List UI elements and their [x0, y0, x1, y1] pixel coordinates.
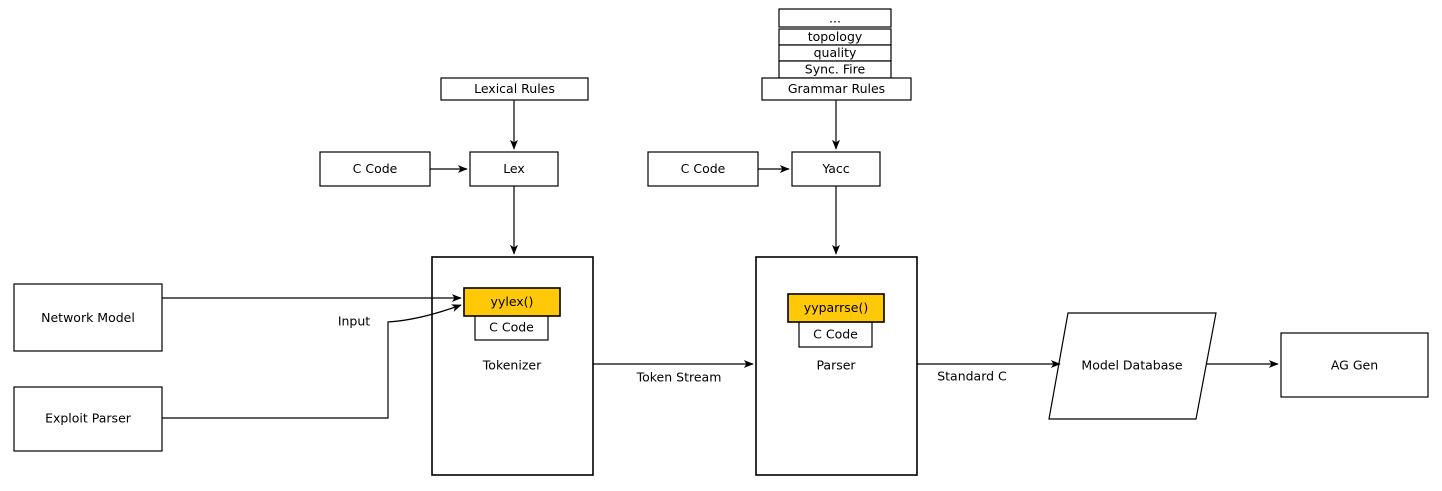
node-lex[interactable]: Lex — [469, 151, 559, 187]
node-label: Yacc — [821, 161, 849, 176]
node-label: C Code — [681, 161, 726, 176]
node-label: yylex() — [491, 294, 534, 309]
node-label: Exploit Parser — [45, 411, 132, 426]
node-label: AG Gen — [1331, 358, 1378, 373]
node-yacc[interactable]: Yacc — [791, 151, 881, 187]
node-label: Network Model — [41, 310, 135, 325]
node-label: C Code — [489, 320, 534, 335]
node-network-model[interactable]: Network Model — [13, 283, 163, 352]
edge-label-standard-c: Standard C — [937, 369, 1007, 384]
edge-label-token-stream: Token Stream — [636, 370, 722, 385]
node-label: Tokenizer — [482, 358, 542, 373]
node-label: C Code — [353, 161, 398, 176]
node-label: Lexical Rules — [474, 81, 555, 96]
stack-layer-label: quality — [814, 45, 857, 60]
stack-layer-2: quality — [778, 44, 892, 62]
node-c-code-yacc[interactable]: C Code — [647, 151, 759, 187]
grammar-rules-stack: ... topology quality Sync. Fire — [778, 8, 892, 79]
edge-exploit-parser-to-yylex — [162, 304, 462, 419]
node-yyparrse[interactable]: yyparrse() — [787, 293, 885, 323]
edge-label-input: Input — [338, 314, 370, 329]
stack-layer-1: topology — [778, 28, 892, 46]
node-model-database[interactable]: Model Database — [1048, 312, 1217, 420]
stack-layer-label: Sync. Fire — [805, 62, 866, 77]
node-grammar-rules[interactable]: Grammar Rules — [761, 77, 912, 101]
node-yylex[interactable]: yylex() — [463, 287, 561, 317]
stack-layer-label: ... — [829, 11, 841, 26]
node-label: Parser — [816, 358, 856, 373]
node-parser[interactable]: Parser — [755, 256, 918, 476]
stack-layer-3: Sync. Fire — [778, 60, 892, 79]
stack-layer-label: topology — [808, 29, 863, 44]
node-label: C Code — [813, 327, 858, 342]
node-label: Model Database — [1081, 358, 1182, 373]
node-label: Lex — [503, 161, 525, 176]
node-parser-c-code[interactable]: C Code — [798, 321, 873, 348]
node-label: Grammar Rules — [788, 81, 885, 96]
node-ag-gen[interactable]: AG Gen — [1280, 332, 1429, 398]
node-lexical-rules[interactable]: Lexical Rules — [440, 77, 589, 101]
stack-layer-0: ... — [778, 8, 892, 28]
node-label: yyparrse() — [804, 300, 868, 315]
node-exploit-parser[interactable]: Exploit Parser — [13, 386, 163, 452]
node-c-code-lex[interactable]: C Code — [319, 151, 431, 187]
node-tokenizer-c-code[interactable]: C Code — [474, 314, 549, 341]
